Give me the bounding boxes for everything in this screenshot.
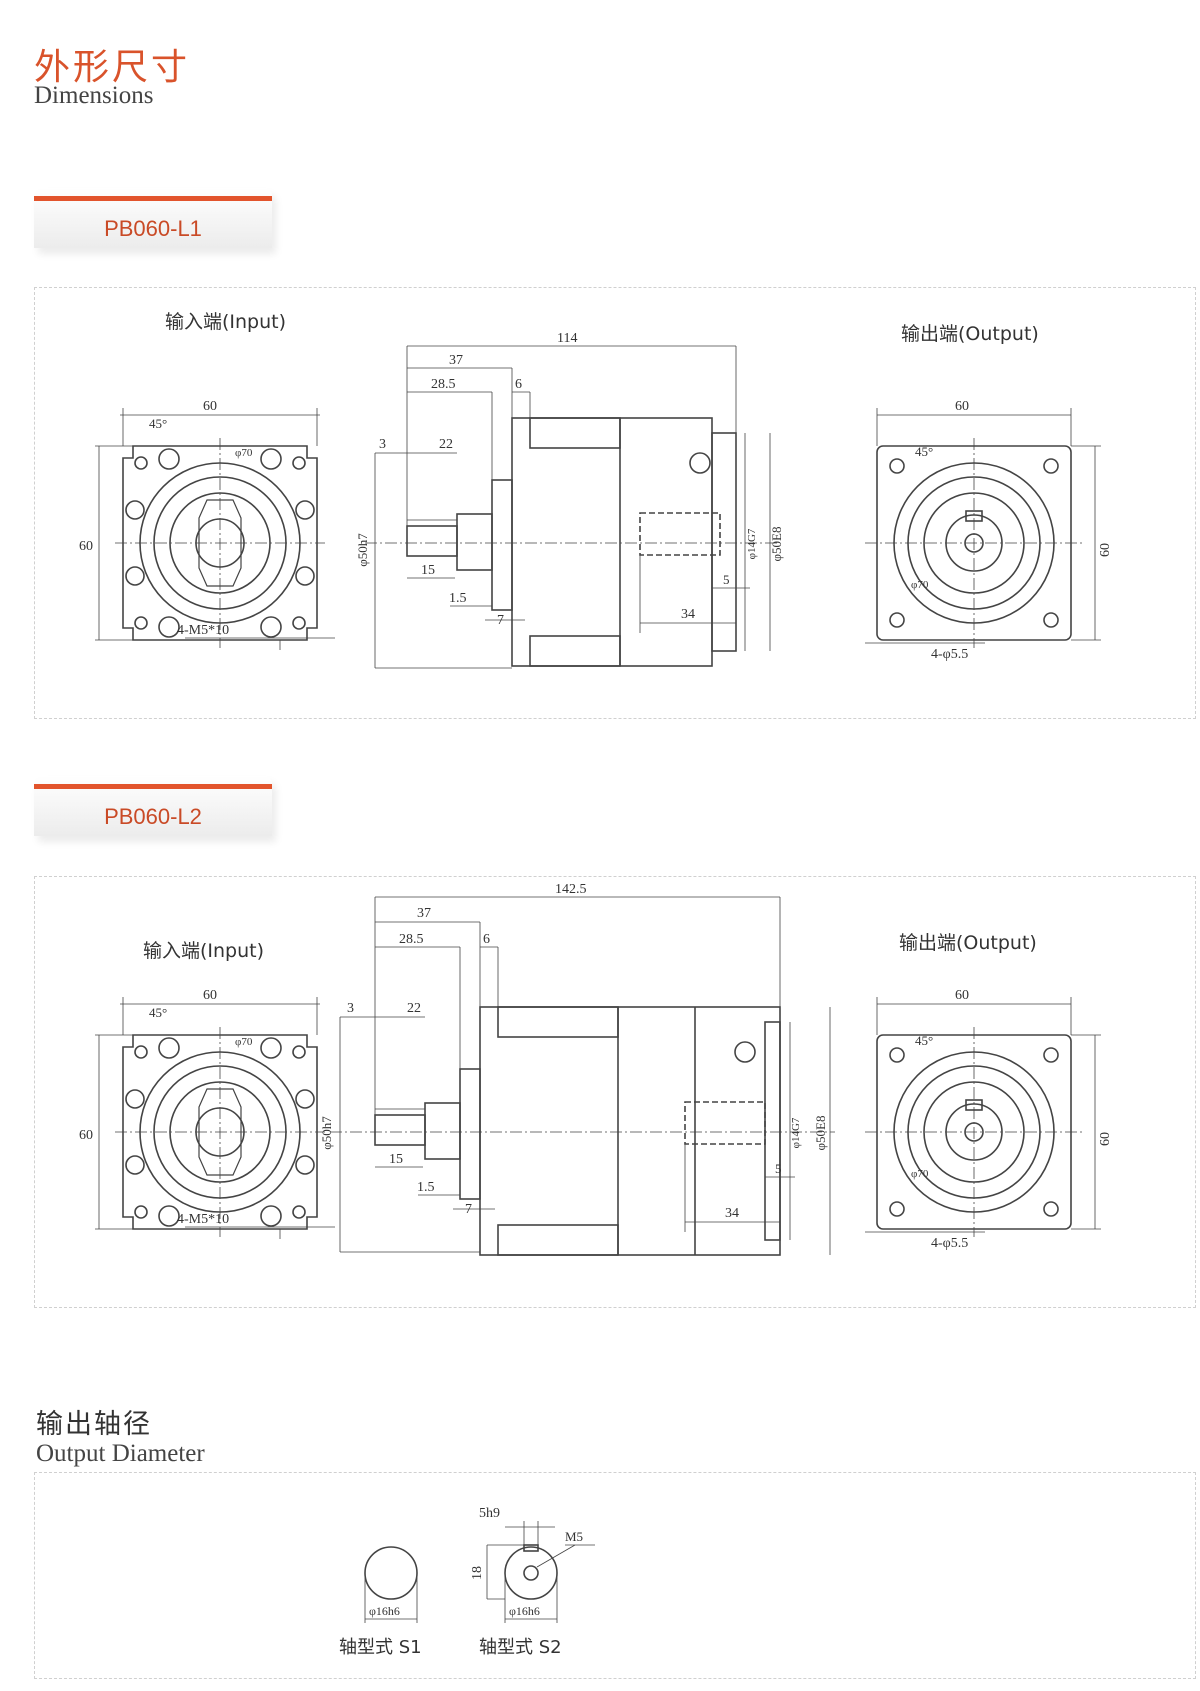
- side-6-label: 6: [483, 932, 490, 947]
- side-7-label: 7: [497, 613, 504, 628]
- side-7-label: 7: [465, 1202, 472, 1217]
- side-34-label: 34: [681, 607, 695, 622]
- input-label: 输入端(Input): [165, 311, 286, 333]
- s1-label: 轴型式 S1: [339, 1637, 422, 1658]
- model-tab-2: PB060-L2: [34, 776, 272, 836]
- model-tab-1: PB060-L1: [34, 188, 272, 248]
- output-label: 输出端(Output): [899, 932, 1037, 954]
- tab-accent-bar: [34, 196, 272, 201]
- side-28-label: 28.5: [399, 932, 424, 947]
- input-pcd-label: φ70: [235, 447, 253, 459]
- input-angle-label: 45°: [149, 416, 167, 431]
- output-width-label: 60: [955, 399, 969, 414]
- side-total-label: 142.5: [555, 882, 587, 897]
- output-height-label: 60: [1098, 1132, 1113, 1146]
- side-37-label: 37: [417, 906, 431, 921]
- s2-height-label: 18: [470, 1566, 485, 1580]
- input-angle-label: 45°: [149, 1005, 167, 1020]
- side-22-label: 22: [407, 1001, 421, 1016]
- side-view: [406, 417, 737, 667]
- model-name: PB060-L2: [104, 804, 202, 829]
- side-bore-label: φ14G7: [790, 1117, 802, 1148]
- side-34-label: 34: [725, 1206, 739, 1221]
- drawing-panel-1: 输入端(Input) 输出端(Output) 60 45° φ70 60 4-M…: [34, 287, 1196, 719]
- side-3-label: 3: [347, 1001, 354, 1016]
- side-shaft-dia-label: φ50h7: [319, 1116, 334, 1150]
- s1-dia-label: φ16h6: [369, 1604, 400, 1618]
- output-pcd-label: φ70: [911, 579, 929, 591]
- drawing-2: 输入端(Input) 输出端(Output) 60 45° φ70 60 4-M…: [79, 882, 1113, 1256]
- s2-label: 轴型式 S2: [479, 1637, 562, 1658]
- input-holes-label: 4-M5*10: [177, 623, 229, 638]
- input-width-label: 60: [203, 988, 217, 1003]
- page-title-cn: 外形尺寸: [34, 47, 191, 88]
- side-5-label: 5: [775, 1161, 782, 1176]
- side-37-label: 37: [449, 353, 463, 368]
- side-6-label: 6: [515, 377, 522, 392]
- output-diameter-title-cn: 输出轴径: [36, 1409, 152, 1440]
- output-angle-label: 45°: [915, 1033, 933, 1048]
- side-15-label: 15: [389, 1152, 403, 1167]
- page-title-en: Dimensions: [34, 82, 154, 109]
- side-shaft-dia-label: φ50h7: [355, 533, 370, 567]
- side-bore-label: φ14G7: [746, 528, 758, 559]
- input-dim-lines: [95, 408, 335, 650]
- side-view: [374, 1006, 781, 1256]
- output-holes-label: 4-φ5.5: [931, 1236, 968, 1251]
- input-label: 输入端(Input): [143, 940, 264, 962]
- s2-thread-label: M5: [565, 1529, 583, 1544]
- side-15-label: 15: [421, 563, 435, 578]
- side-5-label: 5: [723, 572, 730, 587]
- output-diameter-panel: φ16h6 轴型式 S1 φ16h6 轴型式 S2 5h9 18 M5: [34, 1472, 1196, 1679]
- input-width-label: 60: [203, 399, 217, 414]
- input-holes-label: 4-M5*10: [177, 1212, 229, 1227]
- input-height-label: 60: [79, 539, 93, 554]
- side-dim-lines: [365, 345, 780, 669]
- side-22-label: 22: [439, 437, 453, 452]
- output-height-label: 60: [1098, 543, 1113, 557]
- shaft-s1-drawing: [364, 1546, 418, 1623]
- side-1-5-label: 1.5: [417, 1180, 435, 1195]
- input-pcd-label: φ70: [235, 1036, 253, 1048]
- drawing-panel-2: 输入端(Input) 输出端(Output) 60 45° φ70 60 4-M…: [34, 876, 1196, 1308]
- s2-dia-label: φ16h6: [509, 1604, 540, 1618]
- input-height-label: 60: [79, 1128, 93, 1143]
- input-dim-lines: [95, 997, 335, 1239]
- output-dim-lines: [865, 997, 1101, 1237]
- side-pilot-label: φ50E8: [813, 1116, 828, 1151]
- model-name: PB060-L1: [104, 216, 202, 241]
- output-holes-label: 4-φ5.5: [931, 647, 968, 662]
- output-label: 输出端(Output): [901, 323, 1039, 345]
- output-dim-lines: [865, 408, 1101, 648]
- output-width-label: 60: [955, 988, 969, 1003]
- side-1-5-label: 1.5: [449, 591, 467, 606]
- side-dim-lines: [330, 896, 835, 1255]
- side-3-label: 3: [379, 437, 386, 452]
- output-angle-label: 45°: [915, 444, 933, 459]
- output-diameter-title-en: Output Diameter: [36, 1440, 205, 1467]
- shaft-drawings: φ16h6 轴型式 S1 φ16h6 轴型式 S2 5h9 18 M5: [339, 1506, 595, 1658]
- side-total-label: 114: [557, 331, 577, 346]
- tab-accent-bar: [34, 784, 272, 789]
- side-pilot-label: φ50E8: [769, 527, 784, 562]
- s2-key-label: 5h9: [479, 1506, 500, 1521]
- drawing-1: 输入端(Input) 输出端(Output) 60 45° φ70 60 4-M…: [79, 311, 1113, 669]
- shaft-s2-drawing: [486, 1521, 595, 1623]
- side-28-label: 28.5: [431, 377, 456, 392]
- output-pcd-label: φ70: [911, 1168, 929, 1180]
